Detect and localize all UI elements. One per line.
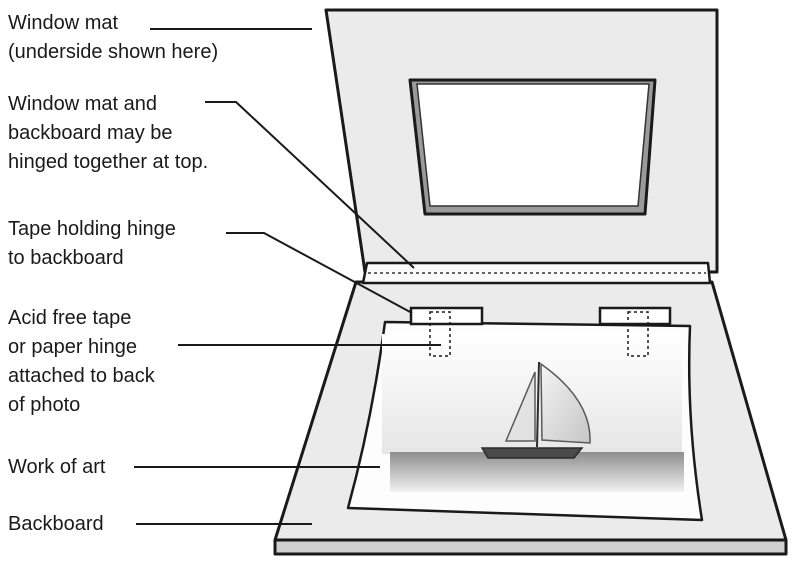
- label-acid-free-tape-line-3: attached to back: [8, 365, 155, 387]
- sailboat-jib: [504, 371, 536, 442]
- window-mat-opening: [416, 83, 650, 207]
- label-work-of-art: Work of art: [8, 453, 105, 482]
- label-backboard-line-1: Backboard: [8, 513, 104, 535]
- label-acid-free-tape-line-4: of photo: [8, 394, 81, 416]
- label-hinged-together-line-2: backboard may be: [8, 122, 173, 144]
- label-tape-holding-hinge-line-1: Tape holding hinge: [8, 218, 176, 240]
- backboard-edge: [273, 538, 788, 556]
- paper-hinge-left: [429, 311, 451, 357]
- label-tape-holding-hinge: Tape holding hinge to backboard: [8, 215, 176, 273]
- label-hinged-together: Window mat and backboard may be hinged t…: [8, 90, 208, 177]
- label-acid-free-tape-line-1: Acid free tape: [8, 307, 132, 329]
- label-work-of-art-line-1: Work of art: [8, 456, 106, 478]
- sailboat-mainsail: [540, 362, 591, 444]
- label-acid-free-tape-line-2: or paper hinge: [8, 336, 137, 358]
- label-window-mat-line-1: Window mat: [8, 12, 119, 34]
- label-hinged-together-line-1: Window mat and: [8, 93, 157, 115]
- paper-hinge-right: [627, 311, 649, 357]
- label-window-mat: Window mat (underside shown here): [8, 9, 218, 67]
- tape-right: [598, 306, 672, 326]
- sailboat-hull: [480, 447, 584, 459]
- label-tape-holding-hinge-line-2: to backboard: [8, 247, 124, 269]
- sailboat-mast: [536, 361, 540, 448]
- label-backboard: Backboard: [8, 510, 104, 539]
- tape-left: [409, 306, 484, 326]
- label-hinged-together-line-3: hinged together at top.: [8, 151, 209, 173]
- leader-hinged-together: [205, 101, 415, 269]
- leader-tape-holding-hinge: [226, 232, 413, 314]
- label-window-mat-line-2: (underside shown here): [8, 41, 219, 63]
- label-acid-free-tape: Acid free tape or paper hinge attached t…: [8, 304, 155, 420]
